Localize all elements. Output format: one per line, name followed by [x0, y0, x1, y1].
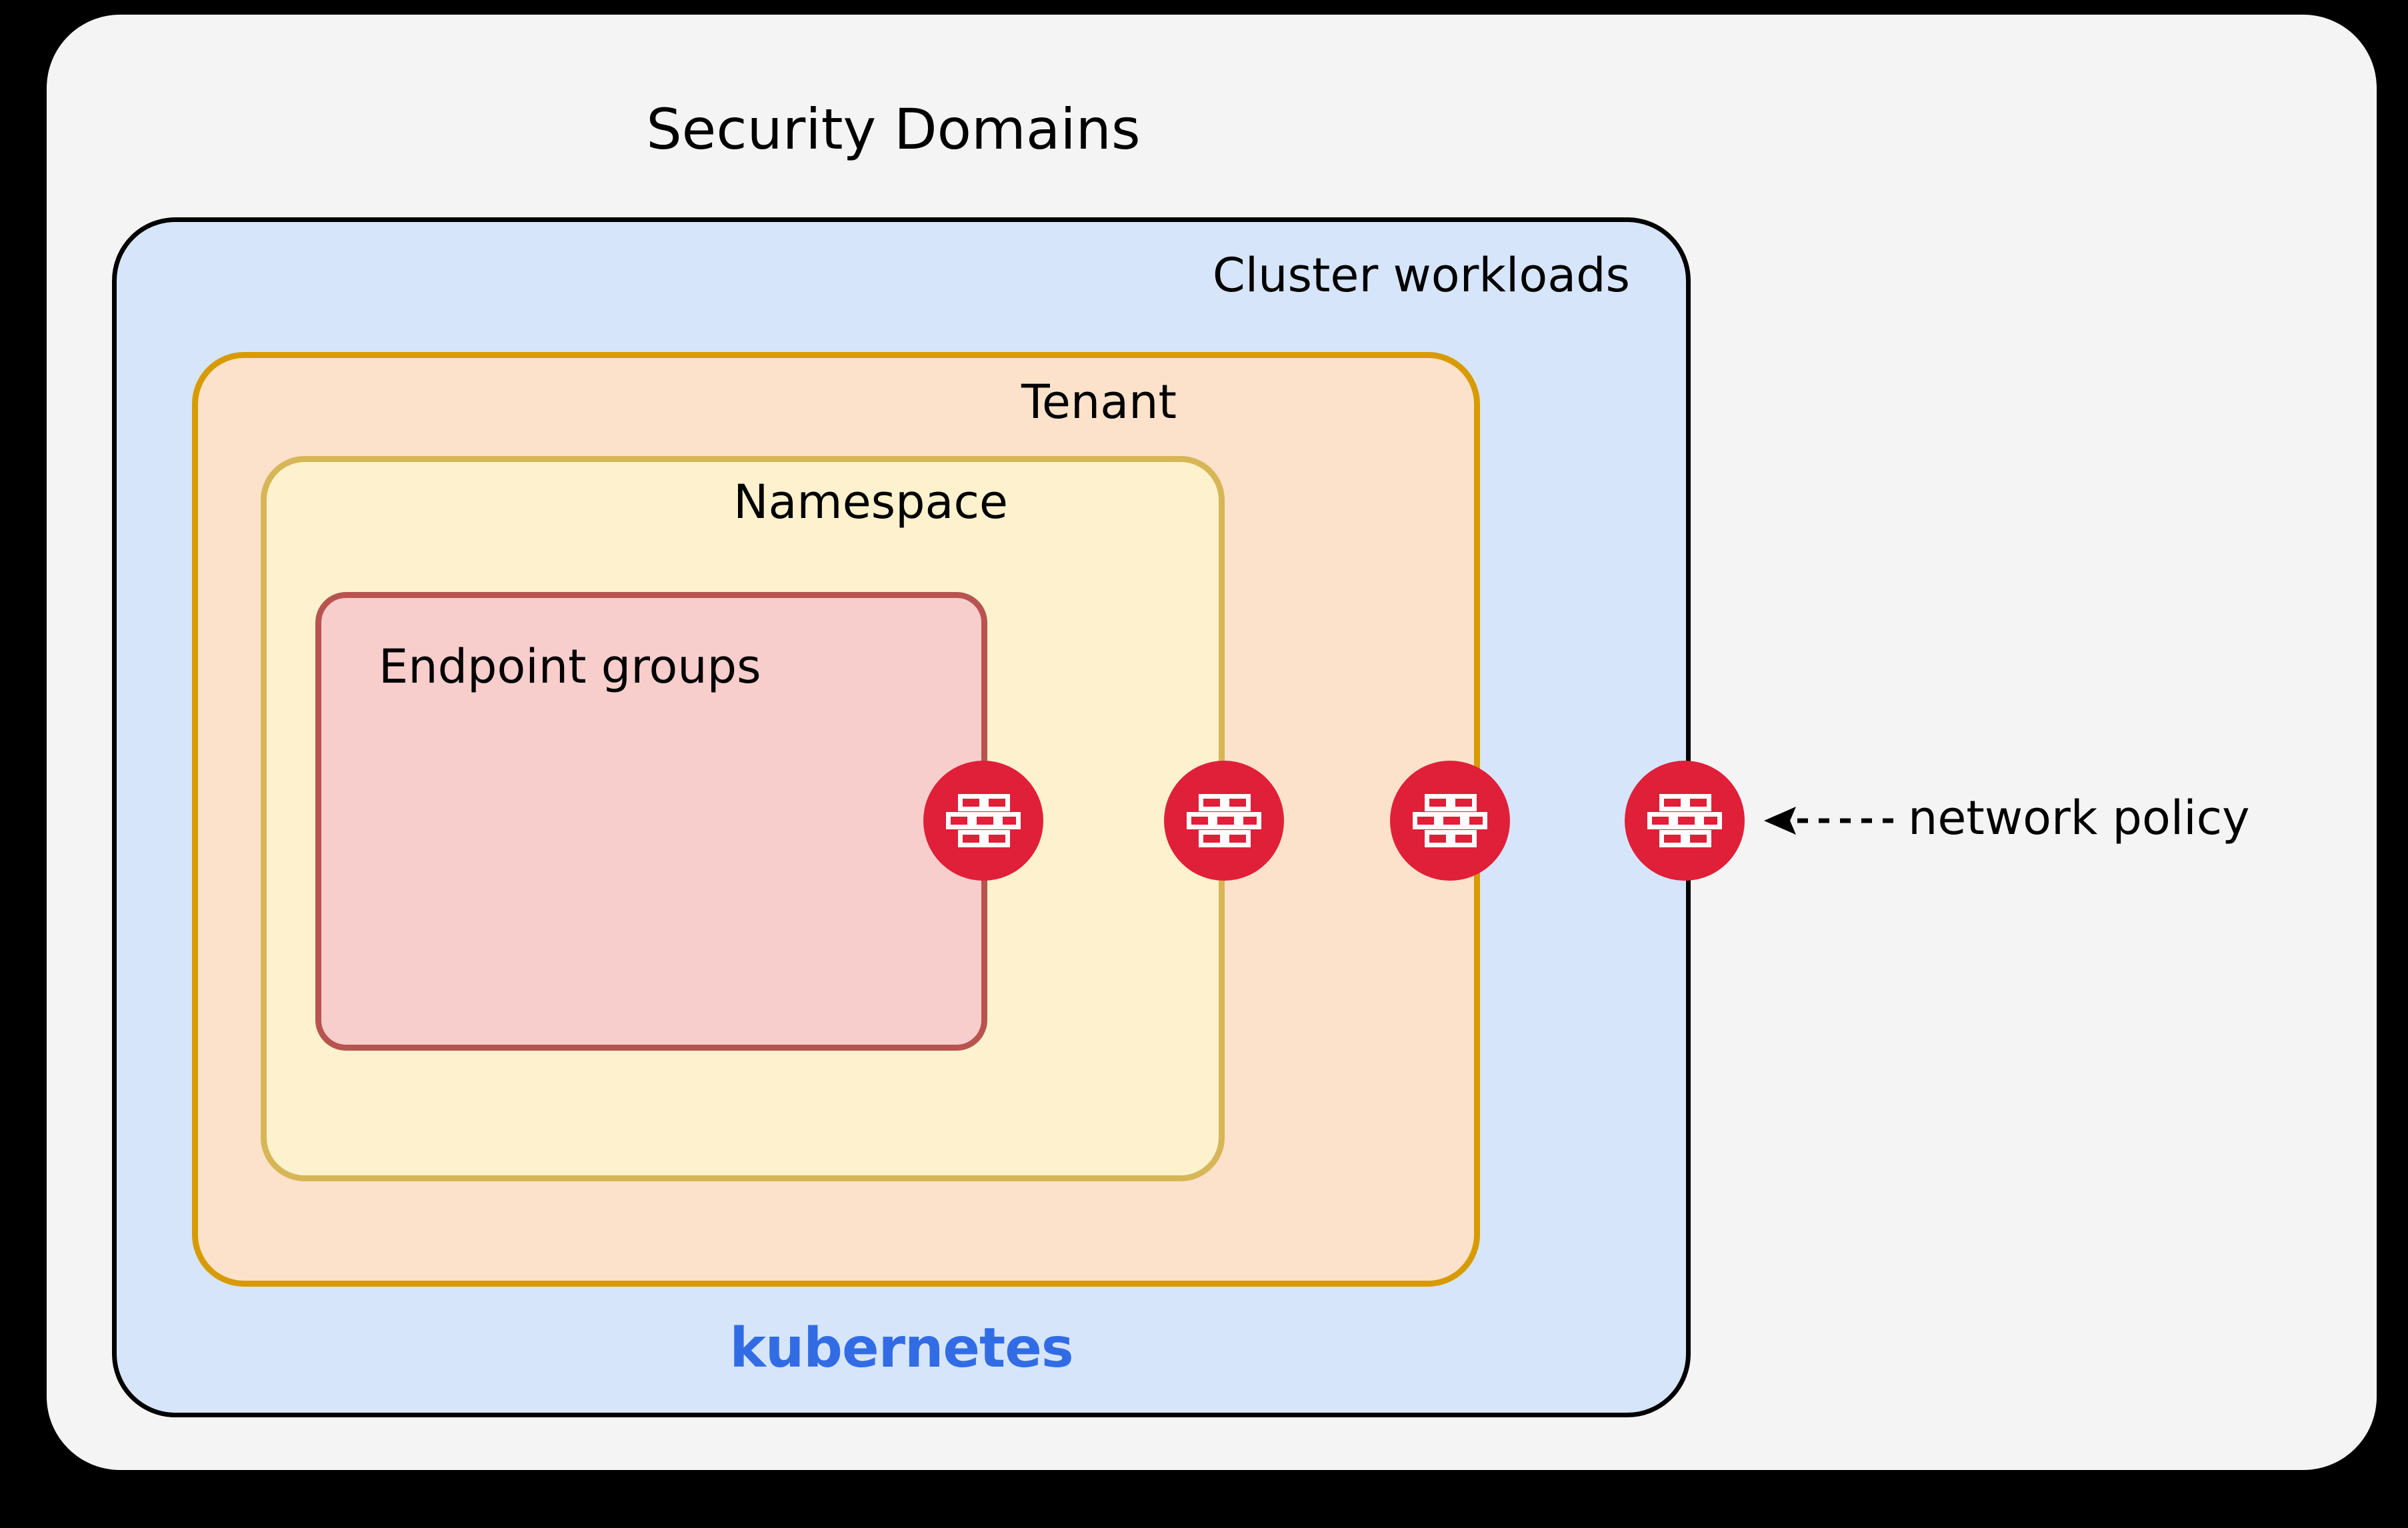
- endpoint-groups-panel: [315, 592, 987, 1051]
- endpoint-groups-label: Endpoint groups: [379, 639, 761, 694]
- tenant-label: Tenant: [1021, 375, 1177, 429]
- cluster-workloads-label: Cluster workloads: [1212, 248, 1630, 303]
- firewall-icon: [923, 761, 1043, 881]
- network-policy-arrow: [1760, 797, 1900, 844]
- firewall-icon: [1625, 761, 1745, 881]
- namespace-label: Namespace: [733, 475, 1008, 529]
- security-domains-label: Security Domains: [646, 97, 1141, 162]
- firewall-icon: [1390, 761, 1510, 881]
- firewall-icon: [1164, 761, 1284, 881]
- kubernetes-brand-label: kubernetes: [729, 1317, 1073, 1380]
- network-policy-label: network policy: [1908, 791, 2250, 845]
